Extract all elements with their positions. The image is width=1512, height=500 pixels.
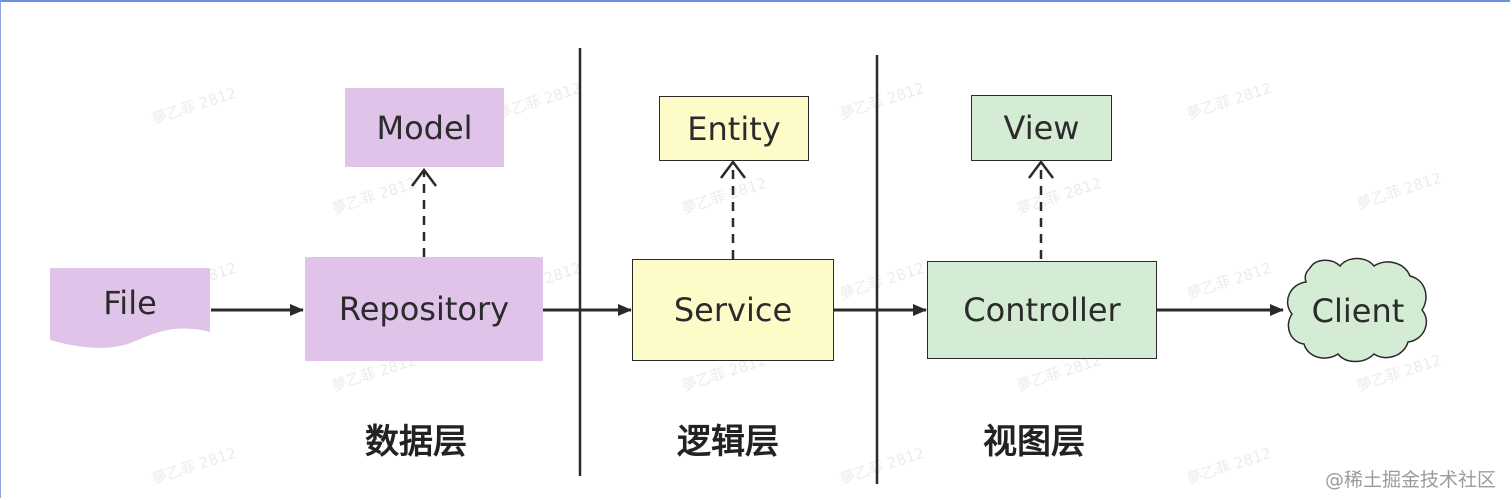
controller-label: Controller	[963, 291, 1121, 329]
service-node: Service	[632, 259, 834, 361]
data-layer-caption: 数据层	[365, 422, 467, 462]
client-node: Client	[1292, 276, 1424, 346]
entity-node: Entity	[659, 96, 809, 161]
view-label: View	[1003, 109, 1080, 147]
file-shape	[50, 268, 210, 348]
controller-node: Controller	[927, 261, 1157, 359]
view-layer-caption: 视图层	[983, 422, 1085, 462]
client-label: Client	[1311, 292, 1405, 330]
file-node: File	[50, 270, 210, 336]
client-cloud-shape	[1286, 257, 1428, 363]
repository-label: Repository	[338, 290, 510, 328]
repository-node: Repository	[305, 257, 543, 361]
file-label: File	[103, 284, 157, 322]
logic-layer-caption: 逻辑层	[677, 422, 779, 462]
model-label: Model	[376, 108, 473, 147]
dashed-arrow-service-to-entity	[720, 159, 746, 259]
entity-label: Entity	[687, 109, 781, 148]
view-node: View	[971, 95, 1112, 161]
dashed-arrow-controller-to-view	[1028, 159, 1054, 259]
model-node: Model	[345, 88, 504, 167]
footer-watermark: @稀土掘金技术社区	[1324, 469, 1496, 491]
dashed-arrow-repository-to-model	[411, 167, 437, 257]
service-label: Service	[673, 291, 793, 329]
